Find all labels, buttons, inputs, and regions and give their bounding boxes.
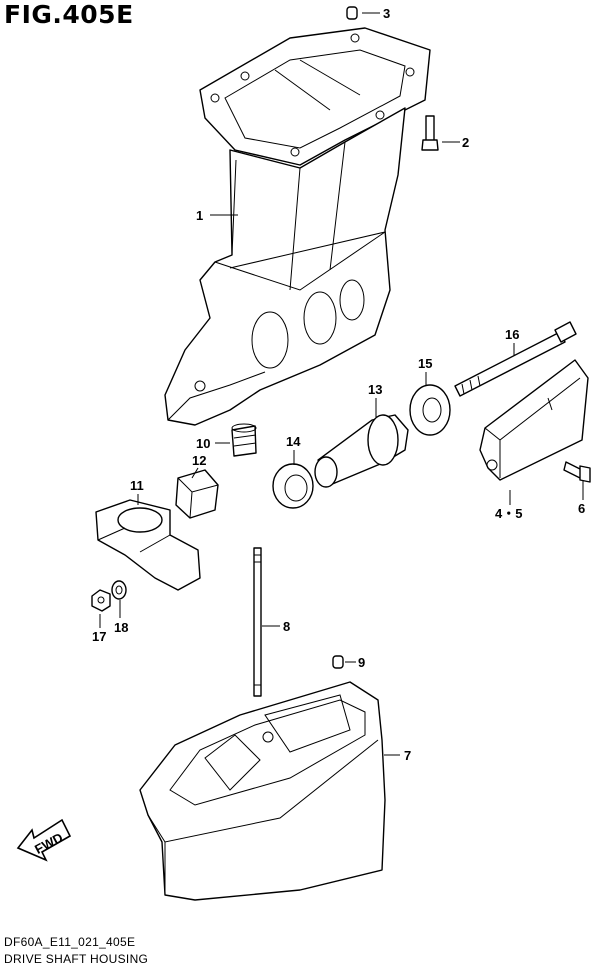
part-10-grommet[interactable] bbox=[231, 423, 257, 457]
part-13-sleeve[interactable] bbox=[314, 414, 409, 488]
leader-lines bbox=[99, 12, 584, 756]
callout-12: 12 bbox=[192, 453, 206, 468]
callout-16: 16 bbox=[505, 327, 519, 342]
part-11-mount[interactable] bbox=[95, 499, 201, 591]
fwd-label: FWD bbox=[32, 830, 65, 857]
part-2-bolt[interactable] bbox=[421, 115, 439, 151]
callout-14: 14 bbox=[286, 434, 301, 449]
part-14-rubber-ring[interactable] bbox=[272, 463, 314, 509]
part-4-5-cover[interactable] bbox=[479, 359, 589, 481]
callout-9: 9 bbox=[358, 655, 365, 670]
callout-11: 11 bbox=[130, 478, 144, 493]
part-12-bracket[interactable] bbox=[175, 469, 219, 519]
part-16-long-bolt[interactable] bbox=[454, 321, 577, 397]
part-6-screw[interactable] bbox=[563, 461, 591, 483]
callout-15: 15 bbox=[418, 356, 432, 371]
diagram-code: DF60A_E11_021_405E bbox=[4, 935, 136, 949]
callout-labels: 1 2 3 4・5 6 7 8 9 10 11 12 13 14 15 16 1… bbox=[92, 6, 585, 763]
callout-1: 1 bbox=[196, 208, 203, 223]
part-1-drive-shaft-housing[interactable] bbox=[164, 27, 431, 426]
callout-17: 17 bbox=[92, 629, 106, 644]
callout-3: 3 bbox=[383, 6, 390, 21]
callout-4-5: 4・5 bbox=[495, 506, 522, 521]
part-17-nut[interactable] bbox=[91, 589, 111, 612]
callout-8: 8 bbox=[283, 619, 290, 634]
fwd-arrow-icon: FWD bbox=[16, 818, 72, 862]
exploded-parts-diagram: FWD 1 2 3 4・5 6 7 8 9 10 11 12 13 14 15 bbox=[16, 6, 591, 901]
callout-13: 13 bbox=[368, 382, 382, 397]
part-9-dowel-pin[interactable] bbox=[332, 655, 344, 669]
part-3-dowel-pin[interactable] bbox=[346, 6, 358, 20]
part-18-washer[interactable] bbox=[111, 580, 127, 600]
callout-18: 18 bbox=[114, 620, 128, 635]
part-8-stud[interactable] bbox=[253, 547, 262, 697]
callout-7: 7 bbox=[404, 748, 411, 763]
part-15-seal[interactable] bbox=[409, 384, 451, 436]
figure-title: FIG.405E bbox=[4, 0, 134, 29]
callout-10: 10 bbox=[196, 436, 210, 451]
callout-6: 6 bbox=[578, 501, 585, 516]
part-7-lower-housing[interactable] bbox=[139, 681, 386, 901]
callout-2: 2 bbox=[462, 135, 469, 150]
diagram-caption: DRIVE SHAFT HOUSING bbox=[4, 952, 149, 966]
